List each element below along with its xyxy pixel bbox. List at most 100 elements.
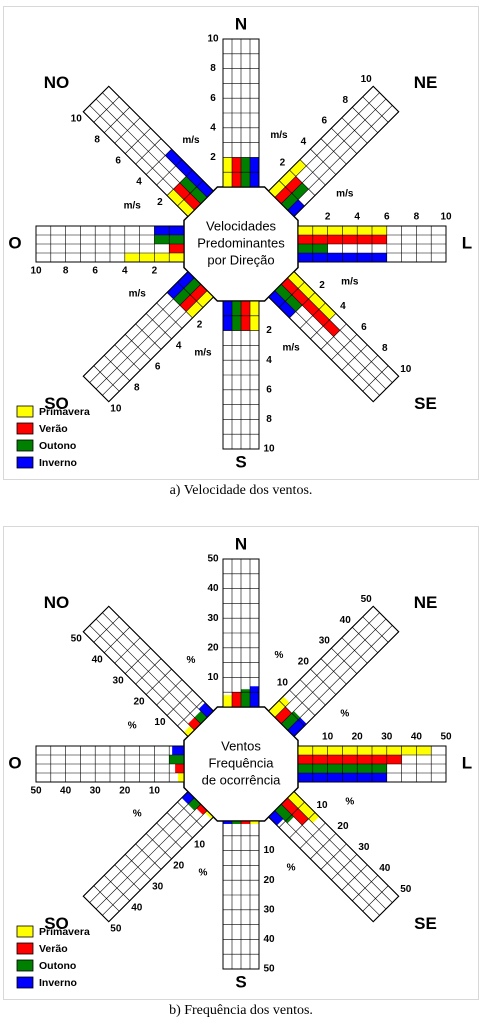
arm-outline [82, 790, 215, 923]
unit-label-s: m/s [194, 347, 212, 358]
unit-label-l: m/s [341, 277, 359, 288]
bar-se-inverno [268, 810, 284, 826]
tick-label-s: 20 [263, 875, 275, 886]
bar-n-primavera [223, 695, 232, 707]
tick-label-ne: 4 [301, 137, 307, 148]
tick-label-ne: 8 [342, 95, 348, 106]
bar-s-verão [241, 821, 250, 824]
tick-label-so: 30 [152, 882, 164, 893]
tick-label-l: 6 [384, 212, 390, 223]
arm-outline [35, 225, 185, 263]
bar-o-outono [169, 755, 184, 764]
bar-s-inverno [223, 821, 232, 824]
unit-label-so: % [133, 809, 142, 820]
bar-ne-inverno [287, 717, 307, 737]
bar-ne-primavera [268, 696, 290, 718]
wind-speed-caption: a) Velocidade dos ventos. [169, 483, 313, 498]
bar-o-verão [175, 764, 184, 773]
direction-label-n: N [235, 14, 247, 33]
center-text-line: Frequência [208, 755, 274, 770]
bar-s-primavera [250, 821, 259, 824]
tick-label-l: 30 [381, 732, 393, 743]
arm-n [222, 38, 260, 188]
tick-label-s: 30 [263, 904, 275, 915]
tick-label-se: 40 [379, 863, 391, 874]
direction-label-ne: NE [414, 593, 438, 612]
tick-label-n: 40 [207, 583, 219, 594]
legend-swatch-outono [16, 959, 34, 972]
tick-label-s: 40 [263, 934, 275, 945]
tick-label-s: 2 [266, 325, 272, 336]
arm-outline [222, 820, 260, 970]
grid-row [274, 810, 380, 916]
grid-row [102, 810, 208, 916]
grid-row [281, 284, 387, 390]
arm-n [222, 558, 260, 708]
arm-outline [82, 85, 215, 218]
unit-label-o: m/s [124, 201, 142, 212]
bar-n-verão [232, 692, 241, 707]
tick-label-no: 10 [71, 113, 83, 124]
bar-o-verão [169, 244, 184, 253]
grid-row [287, 625, 393, 731]
arm-outline [222, 558, 260, 708]
tick-label-l: 40 [411, 732, 423, 743]
legend-swatch-inverno [16, 976, 34, 989]
arm-outline [82, 270, 215, 403]
arm-no [82, 605, 215, 738]
arm-outline [297, 225, 447, 263]
direction-label-o: O [8, 233, 21, 252]
arm-l [297, 745, 447, 783]
tick-label-o: 10 [149, 786, 161, 797]
tick-label-so: 40 [131, 902, 143, 913]
tick-label-l: 10 [440, 212, 452, 223]
bar-n-inverno [250, 686, 259, 707]
wind-frequency-caption: b) Frequência dos ventos. [169, 1003, 313, 1018]
unit-label-se: m/s [282, 342, 300, 353]
tick-label-o: 20 [119, 786, 131, 797]
tick-label-n: 20 [207, 642, 219, 653]
unit-label-o: % [128, 721, 137, 732]
tick-label-se: 6 [361, 322, 367, 333]
grid-row [102, 612, 208, 718]
bar-so-primavera [204, 810, 214, 820]
grid-row [95, 98, 201, 204]
legend-label-primavera: Primavera [39, 926, 90, 938]
center-text-line: por Direção [207, 252, 274, 267]
tick-label-s: 10 [263, 845, 275, 856]
legend-label-outono: Outono [39, 440, 76, 452]
arm-outline [222, 300, 260, 450]
grid-row [95, 618, 201, 724]
tick-label-ne: 50 [361, 594, 373, 605]
tick-label-ne: 40 [340, 615, 352, 626]
tick-label-n: 30 [207, 613, 219, 624]
tick-label-o: 4 [122, 266, 128, 277]
unit-label-s: % [199, 867, 208, 878]
arm-outline [267, 85, 400, 218]
legend-label-verão: Verão [39, 423, 68, 435]
arm-outline [267, 270, 400, 403]
tick-label-s: 8 [266, 414, 272, 425]
bar-ne-outono [281, 711, 301, 731]
tick-label-so: 8 [134, 382, 140, 393]
tick-label-no: 2 [157, 197, 163, 208]
direction-label-ne: NE [414, 73, 438, 92]
legend-swatch-verão [16, 942, 34, 955]
tick-label-o: 50 [30, 786, 42, 797]
tick-label-o: 8 [63, 266, 69, 277]
tick-label-so: 6 [155, 362, 161, 373]
legend-label-verão: Verão [39, 943, 68, 955]
tick-label-s: 50 [263, 964, 275, 975]
legend-swatch-primavera [16, 925, 34, 938]
direction-label-se: SE [414, 914, 437, 933]
arm-s [222, 820, 260, 970]
tick-label-o: 6 [92, 266, 98, 277]
arm-outline [297, 745, 447, 783]
tick-label-se: 2 [319, 280, 325, 291]
tick-label-no: 30 [113, 675, 125, 686]
tick-label-l: 10 [322, 732, 334, 743]
tick-label-ne: 20 [298, 657, 310, 668]
arm-outline [35, 745, 185, 783]
tick-label-n: 2 [210, 152, 216, 163]
